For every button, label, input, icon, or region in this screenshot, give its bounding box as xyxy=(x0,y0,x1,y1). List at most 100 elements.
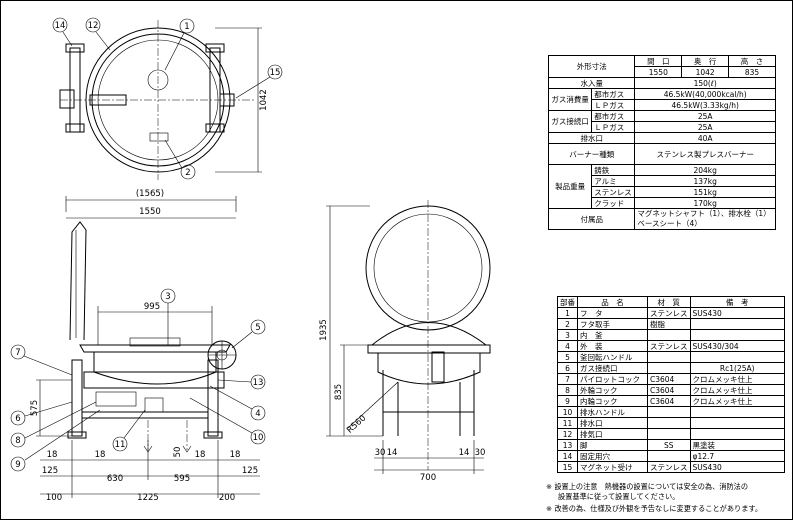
note-installation-line-2: 設置基準に従って設置してください。 xyxy=(558,492,680,501)
part-no: 8 xyxy=(557,384,578,396)
spec-weight-material: クラッド xyxy=(591,197,636,209)
part-note: クロムメッキ仕上 xyxy=(689,373,785,385)
note-change: ※ 改善の為、仕様及び外観を予告なしに変更することがあります。 xyxy=(546,504,762,514)
spec-accessory-line-1: マグネットシャフト（1）、排水栓（1） xyxy=(637,209,771,219)
svg-text:14: 14 xyxy=(55,21,66,31)
part-material xyxy=(647,329,691,341)
svg-text:13: 13 xyxy=(253,378,264,388)
svg-text:12: 12 xyxy=(88,21,99,31)
part-no: 12 xyxy=(557,428,578,440)
part-name: 外輪コック xyxy=(577,384,648,396)
callout-7 xyxy=(10,344,73,376)
part-note: クロムメッキ仕上 xyxy=(689,395,785,407)
note-change-text: 改善の為、仕様及び外観を予告なしに変更することがあります。 xyxy=(554,504,763,513)
part-note: φ12.7 xyxy=(689,450,785,462)
spec-weight-value: 137kg xyxy=(634,175,776,187)
part-note xyxy=(689,318,785,330)
part-no: 3 xyxy=(557,329,578,341)
spec-col-depth: 奥 行 xyxy=(681,55,730,67)
spec-col-width: 間 口 xyxy=(634,55,683,67)
dim-50: 50 xyxy=(173,447,183,458)
note-installation: ※ 設置上の注意 熱機器の設置については安全の為、消防法の 設置基準に従って設置… xyxy=(546,482,748,502)
part-material xyxy=(647,362,691,374)
dim-125-a: 125 xyxy=(42,466,58,476)
spec-weight-material: 鋳鉄 xyxy=(591,164,636,176)
callout-15 xyxy=(235,64,283,99)
dim-width-1550: 1550 xyxy=(139,207,161,217)
inner-pot xyxy=(93,352,217,385)
part-name: フ タ xyxy=(577,307,648,319)
part-material: C3604 xyxy=(647,395,691,407)
dim-1935: 1935 xyxy=(319,319,329,341)
part-name: 排気口 xyxy=(577,428,648,440)
spec-gas-consumption-lp: 46.5kW(3.33kg/h) xyxy=(634,99,776,111)
dim-995: 995 xyxy=(144,302,160,312)
spec-accessory-line-2: ベースシート（4） xyxy=(637,219,702,228)
part-material: ステンレス xyxy=(647,340,691,352)
spec-weight-label: 製品重量 xyxy=(547,164,593,209)
dim-depth-1042: 1042 xyxy=(259,89,269,111)
part-note xyxy=(689,351,785,363)
note-installation-line-1: 設置上の注意 熱機器の設置については安全の為、消防法の xyxy=(554,482,749,491)
side-vessel-rim xyxy=(367,344,491,354)
dim-14-a: 14 xyxy=(387,448,398,458)
part-no: 13 xyxy=(557,439,578,451)
callout-6 xyxy=(10,401,73,426)
part-no: 6 xyxy=(557,362,578,374)
part-name: 釜回転ハンドル xyxy=(577,351,648,363)
parts-header-material: 材 質 xyxy=(647,296,691,308)
part-name: 固定用穴 xyxy=(577,450,648,462)
magnet-receiver xyxy=(219,93,235,107)
spec-weight-value: 151kg xyxy=(634,186,776,198)
part-no: 11 xyxy=(557,417,578,429)
dim-200: 200 xyxy=(219,493,235,503)
parts-header-name: 品 名 xyxy=(577,296,648,308)
spec-gas-consumption-label: ガス消費量 xyxy=(547,88,593,111)
part-material: SS xyxy=(647,439,691,451)
svg-text:2: 2 xyxy=(185,168,190,178)
spec-col-height: 高 さ xyxy=(728,55,776,67)
top-view xyxy=(59,20,262,180)
dim-100: 100 xyxy=(46,493,62,503)
dim-18-b: 18 xyxy=(95,450,106,460)
gas-connection xyxy=(59,89,75,109)
part-note: 黒塗装 xyxy=(689,439,785,451)
part-no: 2 xyxy=(557,318,578,330)
part-name: ガス接続口 xyxy=(577,362,648,374)
part-material xyxy=(647,406,691,418)
part-note xyxy=(689,329,785,341)
svg-text:1: 1 xyxy=(184,22,189,32)
dim-30-a: 30 xyxy=(375,448,386,458)
dim-575: 575 xyxy=(30,400,40,416)
part-material xyxy=(647,450,691,462)
callout-1 xyxy=(164,18,195,71)
callout-11 xyxy=(112,409,146,452)
part-material xyxy=(647,428,691,440)
callout-10 xyxy=(189,397,266,445)
dim-r560: R560 xyxy=(345,413,368,435)
top-view-pipe xyxy=(89,94,127,106)
leg-pad-br xyxy=(205,123,225,133)
dim-630: 630 xyxy=(107,474,123,484)
part-material xyxy=(647,417,691,429)
part-name: パイロットコック xyxy=(577,373,648,385)
spec-table: 外形寸法 間 口 奥 行 高 さ 1550 1042 835 水入量 150(ℓ… xyxy=(547,55,776,230)
part-note xyxy=(689,428,785,440)
spec-accessory-label: 付属品 xyxy=(547,208,636,230)
part-note xyxy=(689,406,785,418)
svg-text:9: 9 xyxy=(15,460,20,470)
dim-595: 595 xyxy=(174,474,190,484)
note-mark-2: ※ xyxy=(546,504,553,513)
